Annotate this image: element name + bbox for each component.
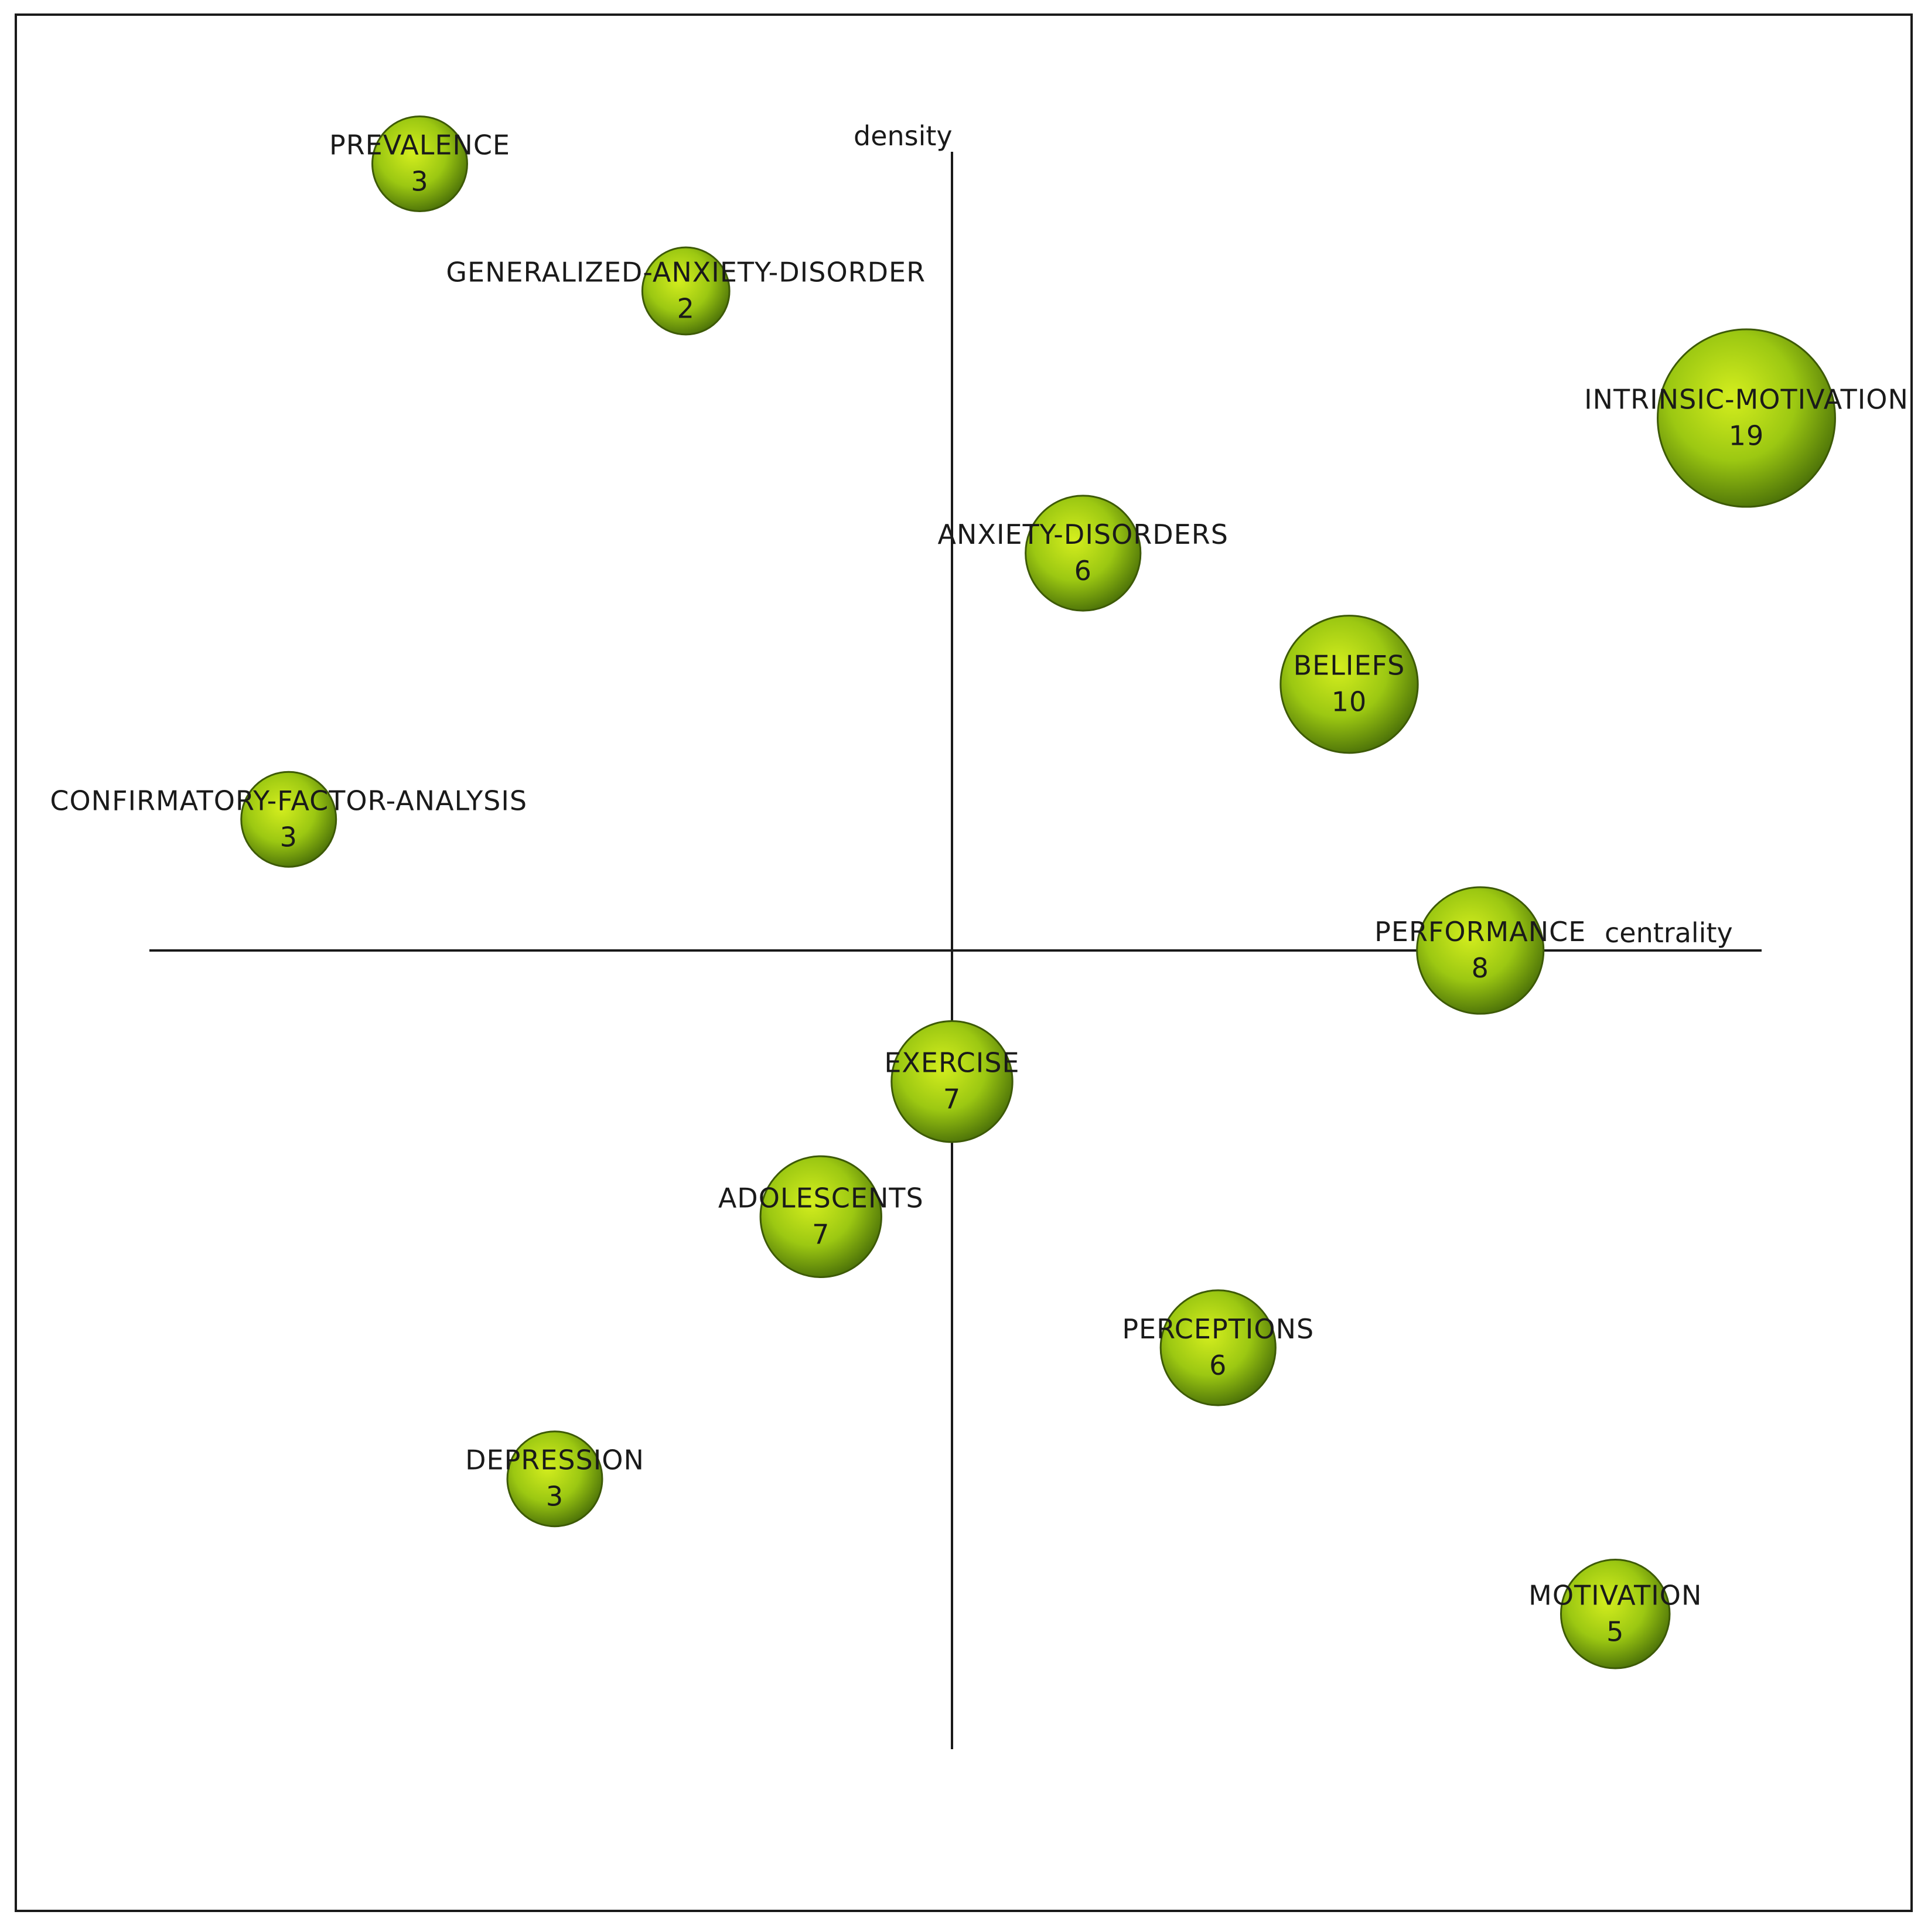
bubble-count-label: 3 (411, 166, 428, 197)
bubble-count-label: 2 (677, 293, 695, 325)
bubble-count-label: 10 (1332, 686, 1367, 718)
bubble-name-label: EXERCISE (884, 1047, 1019, 1079)
bubble-circle (506, 1430, 603, 1528)
bubble-count-label: 3 (546, 1481, 564, 1512)
bubble-perceptions: PERCEPTIONS 6 (1122, 1289, 1314, 1406)
bubble-exercise: EXERCISE 7 (884, 1020, 1019, 1143)
x-axis-label: centrality (1605, 917, 1733, 949)
bubble-anxiety-disorders: ANXIETY-DISORDERS 6 (938, 495, 1229, 612)
bubble-circle (759, 1155, 882, 1278)
bubble-circle (1416, 886, 1545, 1015)
bubble-generalized-anxiety-disorder: GENERALIZED-ANXIETY-DISORDER 2 (446, 246, 926, 336)
bubble-circle (1025, 495, 1142, 612)
bubble-name-label: MOTIVATION (1528, 1579, 1702, 1611)
strategic-diagram: PREVALENCE3GENERALIZED-ANXIETY-DISORDER2… (50, 115, 1909, 1749)
bubble-name-label: PERCEPTIONS (1122, 1313, 1314, 1345)
bubble-count-label: 7 (812, 1218, 830, 1250)
bubble-name-label: ANXIETY-DISORDERS (938, 519, 1229, 550)
bubble-circle (890, 1020, 1014, 1143)
bubble-intrinsic-motivation: INTRINSIC-MOTIVATION 19 (1584, 328, 1909, 508)
bubble-circle (1159, 1289, 1277, 1406)
bubble-motivation: MOTIVATION 5 (1528, 1559, 1702, 1669)
bubble-circle (240, 771, 337, 868)
bubble-count-label: 7 (943, 1083, 961, 1115)
bubble-confirmatory-factor-analysis: CONFIRMATORY-FACTOR-ANALYSIS 3 (50, 771, 527, 868)
bubble-count-label: 19 (1729, 420, 1765, 451)
bubble-depression: DEPRESSION 3 (465, 1430, 644, 1528)
bubble-name-label: CONFIRMATORY-FACTOR-ANALYSIS (50, 785, 527, 816)
bubble-performance: PERFORMANCE 8 (1374, 886, 1586, 1015)
bubble-circle (1657, 328, 1836, 508)
bubble-count-label: 6 (1209, 1350, 1227, 1381)
bubble-beliefs: BELIEFS 10 (1279, 615, 1419, 754)
bubbles-layer: PREVALENCE3GENERALIZED-ANXIETY-DISORDER2… (50, 115, 1909, 1669)
bubble-circle (1279, 615, 1419, 754)
bubble-name-label: PERFORMANCE (1374, 916, 1586, 948)
bubble-name-label: INTRINSIC-MOTIVATION (1584, 383, 1909, 415)
bubble-circle (371, 115, 468, 213)
bubble-count-label: 8 (1472, 952, 1489, 984)
bubble-circle (1560, 1559, 1671, 1669)
bubble-name-label: BELIEFS (1294, 650, 1405, 682)
bubble-name-label: PREVALENCE (329, 130, 510, 161)
bubble-count-label: 6 (1074, 555, 1092, 587)
bubble-adolescents: ADOLESCENTS 7 (718, 1155, 924, 1278)
bubble-name-label: GENERALIZED-ANXIETY-DISORDER (446, 257, 926, 288)
bubble-count-label: 3 (280, 821, 298, 853)
bubble-count-label: 5 (1606, 1616, 1624, 1647)
bubble-name-label: ADOLESCENTS (718, 1182, 924, 1214)
bubble-name-label: DEPRESSION (465, 1444, 644, 1476)
bubble-prevalence: PREVALENCE 3 (329, 115, 510, 213)
bubble-circle (641, 246, 731, 336)
y-axis-label: density (854, 120, 953, 152)
